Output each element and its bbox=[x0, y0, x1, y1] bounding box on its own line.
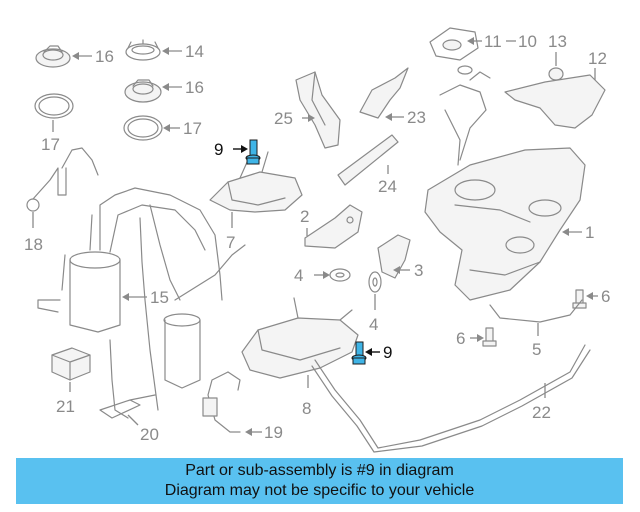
callout-18: 18 bbox=[24, 235, 43, 254]
callout-24: 24 bbox=[378, 177, 397, 196]
part-19-harness bbox=[202, 371, 241, 433]
part-6-bolt-left bbox=[482, 327, 497, 347]
banner-line-1: Part or sub-assembly is #9 in diagram bbox=[185, 462, 454, 479]
part-1-fuel-tank bbox=[424, 147, 586, 301]
callout-4a: 4 bbox=[294, 266, 303, 285]
part-17-seal bbox=[34, 93, 74, 119]
callout-9-upper: 9 bbox=[214, 140, 223, 159]
callout-16b: 16 bbox=[185, 78, 204, 97]
callout-3: 3 bbox=[414, 261, 423, 280]
callout-5: 5 bbox=[532, 340, 541, 359]
callout-17a: 17 bbox=[41, 135, 60, 154]
part-20-bracket bbox=[99, 394, 156, 419]
callout-19: 19 bbox=[264, 423, 283, 442]
part-6-bolt-right bbox=[572, 289, 587, 309]
part-15-pump-assembly bbox=[37, 187, 246, 419]
callout-13: 13 bbox=[548, 32, 567, 51]
part-2-bracket bbox=[304, 204, 363, 249]
part-11-cap bbox=[429, 27, 479, 75]
part-13-cap bbox=[548, 67, 564, 81]
part-17-seal-b bbox=[123, 115, 163, 141]
part-3-strap bbox=[377, 234, 411, 279]
callout-15: 15 bbox=[150, 288, 169, 307]
part-25-shield bbox=[295, 71, 341, 149]
callout-23: 23 bbox=[407, 108, 426, 127]
callout-22: 22 bbox=[532, 403, 551, 422]
callout-16a: 16 bbox=[95, 47, 114, 66]
callout-20: 20 bbox=[140, 425, 159, 444]
callout-7: 7 bbox=[226, 233, 235, 252]
part-12-shield bbox=[504, 74, 606, 129]
callout-9-lower: 9 bbox=[383, 343, 392, 362]
part-16-unit bbox=[124, 79, 162, 103]
callout-10: 10 bbox=[518, 32, 537, 51]
callout-1: 1 bbox=[585, 223, 594, 242]
part-7-shield bbox=[209, 151, 303, 213]
callout-17b: 17 bbox=[183, 119, 202, 138]
parts-diagram: 16 14 16 17 17 18 bbox=[24, 27, 610, 453]
callout-2: 2 bbox=[300, 207, 309, 226]
part-23-bracket bbox=[359, 67, 409, 119]
callout-12: 12 bbox=[588, 49, 607, 68]
callout-6a: 6 bbox=[456, 329, 465, 348]
part-14-retainer bbox=[125, 39, 161, 61]
callout-8: 8 bbox=[302, 399, 311, 418]
part-22-lines bbox=[311, 344, 591, 453]
part-filler-neck bbox=[439, 71, 491, 166]
banner-line-2: Diagram may not be specific to your vehi… bbox=[164, 482, 475, 499]
part-8-shield bbox=[241, 297, 359, 379]
callout-25: 25 bbox=[274, 109, 293, 128]
callout-21: 21 bbox=[56, 397, 75, 416]
callout-4b: 4 bbox=[369, 315, 378, 334]
part-9-bolt-lower bbox=[351, 341, 367, 365]
part-21-module bbox=[51, 347, 91, 381]
part-16-ring bbox=[35, 45, 71, 68]
part-9-bolt-upper bbox=[245, 139, 261, 165]
part-24-rail bbox=[337, 134, 399, 186]
part-18-sensor bbox=[26, 147, 99, 212]
info-banner: Part or sub-assembly is #9 in diagram Di… bbox=[16, 458, 623, 504]
part-5-strap bbox=[489, 299, 583, 323]
part-4-grommet-a bbox=[329, 268, 351, 282]
callout-14: 14 bbox=[185, 42, 204, 61]
callout-11: 11 bbox=[484, 32, 502, 51]
part-4-grommet-b bbox=[368, 271, 382, 293]
callout-6b: 6 bbox=[601, 287, 610, 306]
